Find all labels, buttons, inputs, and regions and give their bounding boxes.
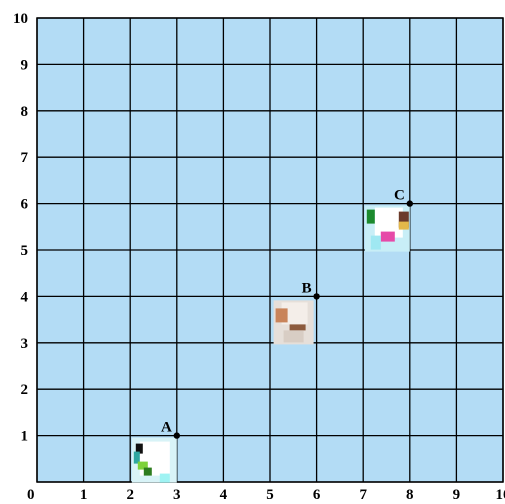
x-tick-label: 10 — [496, 487, 505, 503]
y-tick-label: 10 — [13, 11, 28, 27]
y-tick-label: 9 — [21, 57, 29, 73]
x-tick-label: 3 — [173, 487, 181, 503]
x-tick-label: 1 — [80, 487, 88, 503]
y-tick-label: 7 — [21, 150, 29, 166]
point-b-label: B — [302, 280, 312, 296]
point-b-marker[interactable] — [313, 293, 320, 300]
y-tick-label: 2 — [21, 382, 29, 398]
point-c-label: C — [394, 188, 405, 204]
x-tick-label: 7 — [359, 487, 367, 503]
x-tick-label: 4 — [220, 487, 228, 503]
creature-sprite-icon[interactable] — [273, 300, 314, 345]
points-layer: A B C — [161, 188, 413, 439]
sprites-layer — [131, 205, 410, 483]
y-tick-label: 5 — [21, 243, 29, 259]
creature-sprite-icon[interactable] — [131, 437, 177, 483]
y-tick-label: 3 — [21, 336, 29, 352]
x-tick-label: 0 — [27, 487, 35, 503]
x-tick-label: 5 — [266, 487, 274, 503]
y-tick-label: 4 — [21, 289, 29, 305]
point-a-marker[interactable] — [173, 432, 180, 439]
x-tick-label: 8 — [406, 487, 414, 503]
x-tick-label: 6 — [313, 487, 321, 503]
x-tick-label: 9 — [453, 487, 461, 503]
x-tick-label: 2 — [126, 487, 134, 503]
y-tick-label: 8 — [21, 104, 29, 120]
point-c-marker[interactable] — [406, 200, 413, 207]
y-tick-label: 1 — [21, 429, 29, 445]
point-a-label: A — [161, 420, 172, 436]
grid-lines — [36, 17, 504, 483]
y-tick-label: 6 — [21, 197, 29, 213]
tick-labels: 0 1 2 3 4 5 6 7 8 9 10 1 2 3 4 5 6 7 8 9 10 — [13, 11, 505, 503]
creature-sprite-icon[interactable] — [364, 205, 410, 252]
